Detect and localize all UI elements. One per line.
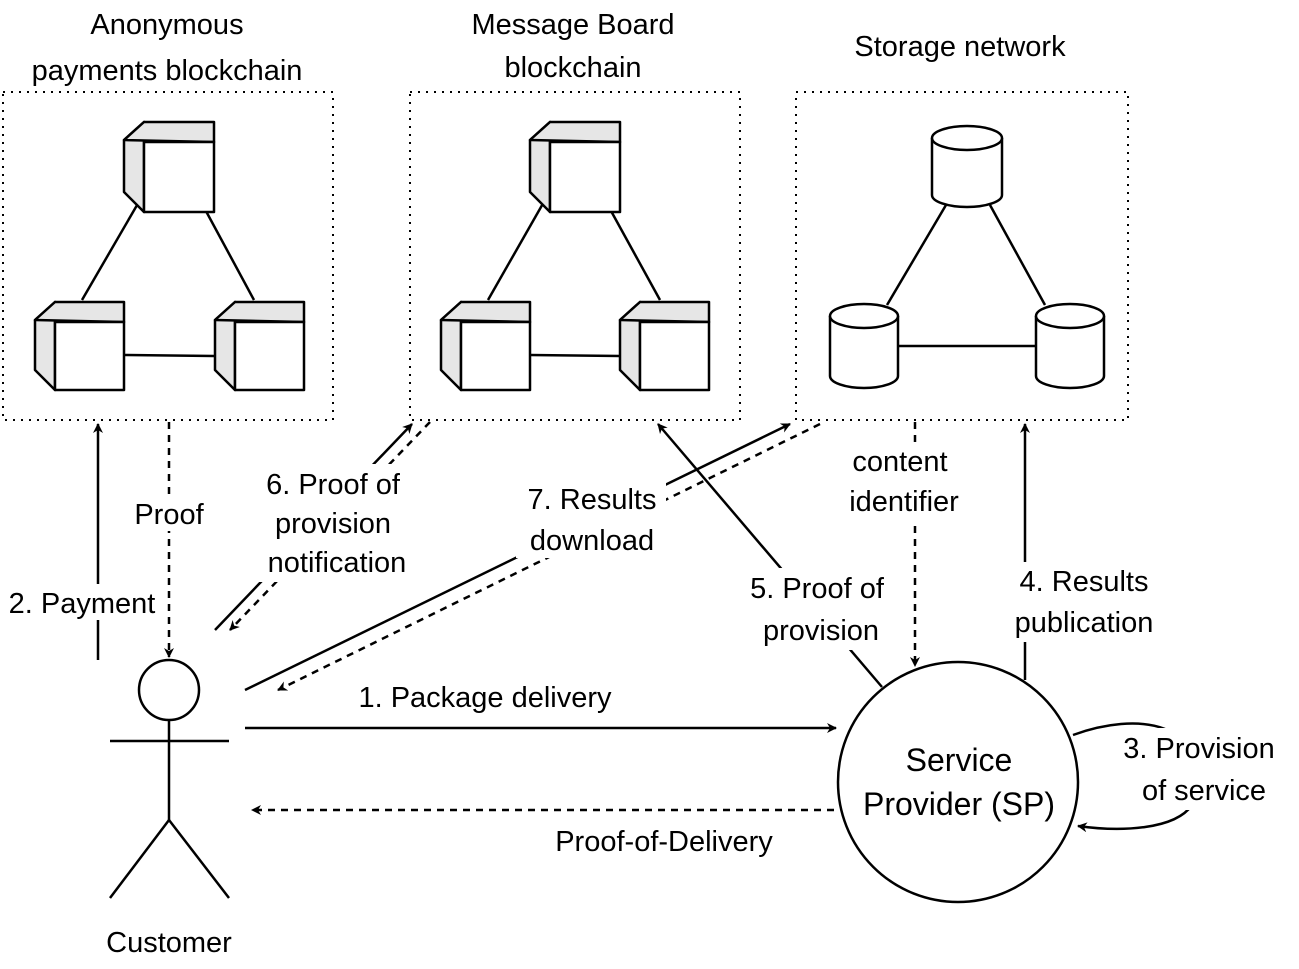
payments-cluster-title-line1: Anonymous — [90, 9, 243, 41]
board-cluster-title-line2: blockchain — [504, 52, 641, 84]
cube-icon — [33, 300, 126, 392]
database-icon — [930, 124, 1004, 209]
cube-icon — [122, 120, 216, 214]
notification-label-line3: notification — [268, 547, 407, 579]
customer-head — [137, 658, 201, 722]
cube-icon — [618, 300, 711, 392]
database-icon — [828, 302, 900, 390]
sp-label-line2: Provider (SP) — [863, 786, 1055, 822]
cube-icon — [528, 120, 622, 214]
service-provider-node: Service Provider (SP) — [836, 660, 1080, 904]
storage-cluster-title: Storage network — [854, 31, 1066, 63]
download-label-line1: 7. Results — [528, 484, 657, 516]
customer-actor: Customer — [106, 658, 232, 959]
cube-icon — [439, 300, 532, 392]
service-provider-circle — [836, 660, 1080, 904]
download-label-line2: download — [530, 525, 654, 557]
cube-icon — [213, 300, 306, 392]
payments-blockchain-cluster: Anonymous payments blockchain — [2, 9, 334, 421]
storage-cluster-box — [795, 91, 1129, 421]
content-identifier-line2: identifier — [849, 486, 959, 518]
provision-label-line2: of service — [1142, 775, 1266, 807]
proof-of-provision-line1: 5. Proof of — [750, 573, 885, 605]
results-publication-line1: 4. Results — [1020, 566, 1149, 598]
package-delivery-label: 1. Package delivery — [358, 682, 612, 714]
storage-network-cluster: Storage network — [795, 31, 1129, 421]
provision-label-line1: 3. Provision — [1123, 733, 1275, 765]
sp-label-line1: Service — [906, 742, 1013, 778]
customer-label: Customer — [106, 927, 232, 959]
notification-label-line1: 6. Proof of — [266, 469, 401, 501]
proof-of-provision-line2: provision — [763, 615, 879, 647]
payments-cluster-title-line2: payments blockchain — [32, 55, 303, 87]
content-identifier-line1: content — [852, 446, 947, 478]
database-icon — [1034, 302, 1106, 390]
proof-label: Proof — [134, 499, 204, 531]
proof-of-delivery-label: Proof-of-Delivery — [555, 826, 773, 858]
board-cluster-box — [409, 91, 741, 421]
payments-cluster-box — [2, 91, 334, 421]
payment-label: 2. Payment — [9, 588, 156, 620]
board-cluster-title-line1: Message Board — [471, 9, 674, 41]
message-board-cluster: Message Board blockchain — [409, 9, 741, 421]
results-publication-line2: publication — [1015, 607, 1154, 639]
notification-label-line2: provision — [275, 508, 391, 540]
